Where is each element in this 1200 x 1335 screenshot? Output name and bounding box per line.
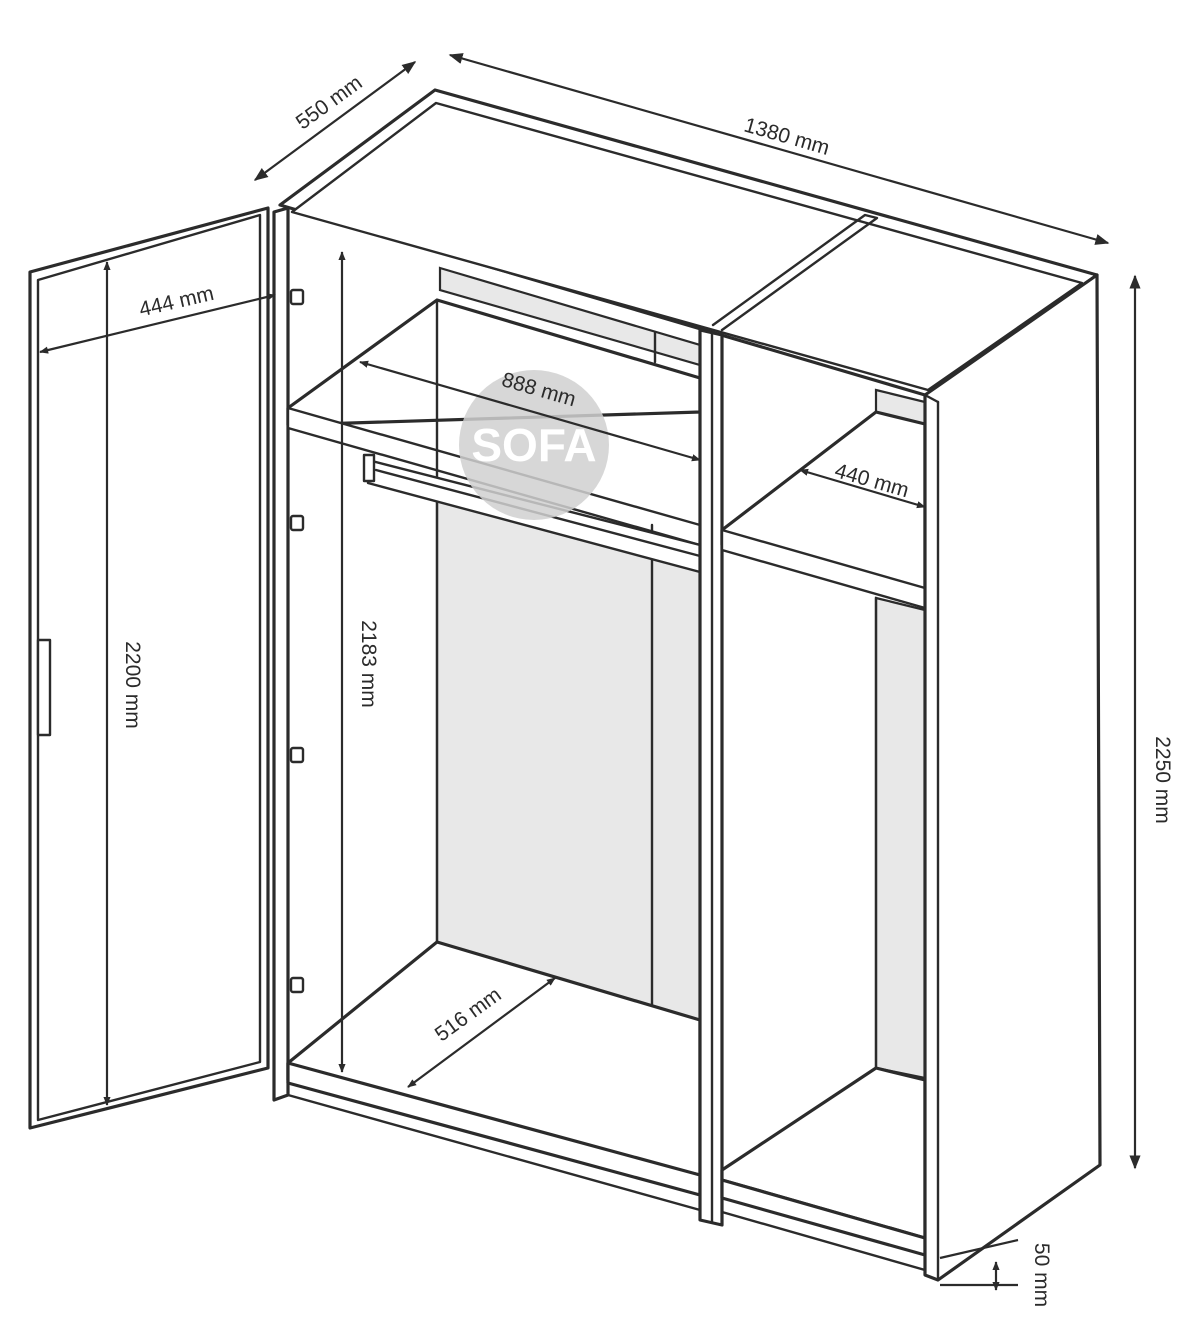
side-shelf-dimension <box>799 468 926 509</box>
width-dimension <box>448 53 1110 245</box>
plinth-right-bottom <box>720 1210 927 1272</box>
plinth-left-bottom <box>286 1093 702 1212</box>
plinth-tick-top <box>939 1238 1019 1260</box>
width-label: 1380 mm <box>742 114 832 160</box>
hinge-icon <box>289 288 305 994</box>
inner-depth-dimension <box>407 977 556 1088</box>
logo-text: SOFA <box>471 419 596 471</box>
left-side-panel <box>272 206 290 1102</box>
wardrobe-body <box>272 88 1102 1282</box>
door-height-label: 2200 mm <box>121 641 144 729</box>
plinth-label: 50 mm <box>1030 1243 1053 1307</box>
dimension-lines <box>39 53 1141 1291</box>
right-side-corner <box>923 393 940 404</box>
main-back-panel <box>435 481 702 1022</box>
right-side-panel <box>923 273 1102 1282</box>
shelf-width-dimension <box>359 360 701 462</box>
open-door <box>28 206 270 1130</box>
door-handle <box>36 638 52 737</box>
door-width-dimension <box>39 293 276 354</box>
right-main-back <box>874 596 927 1080</box>
inner-height-label: 2183 mm <box>357 620 380 708</box>
depth-dimension <box>253 61 417 181</box>
total-height-label: 2250 mm <box>1151 736 1174 824</box>
